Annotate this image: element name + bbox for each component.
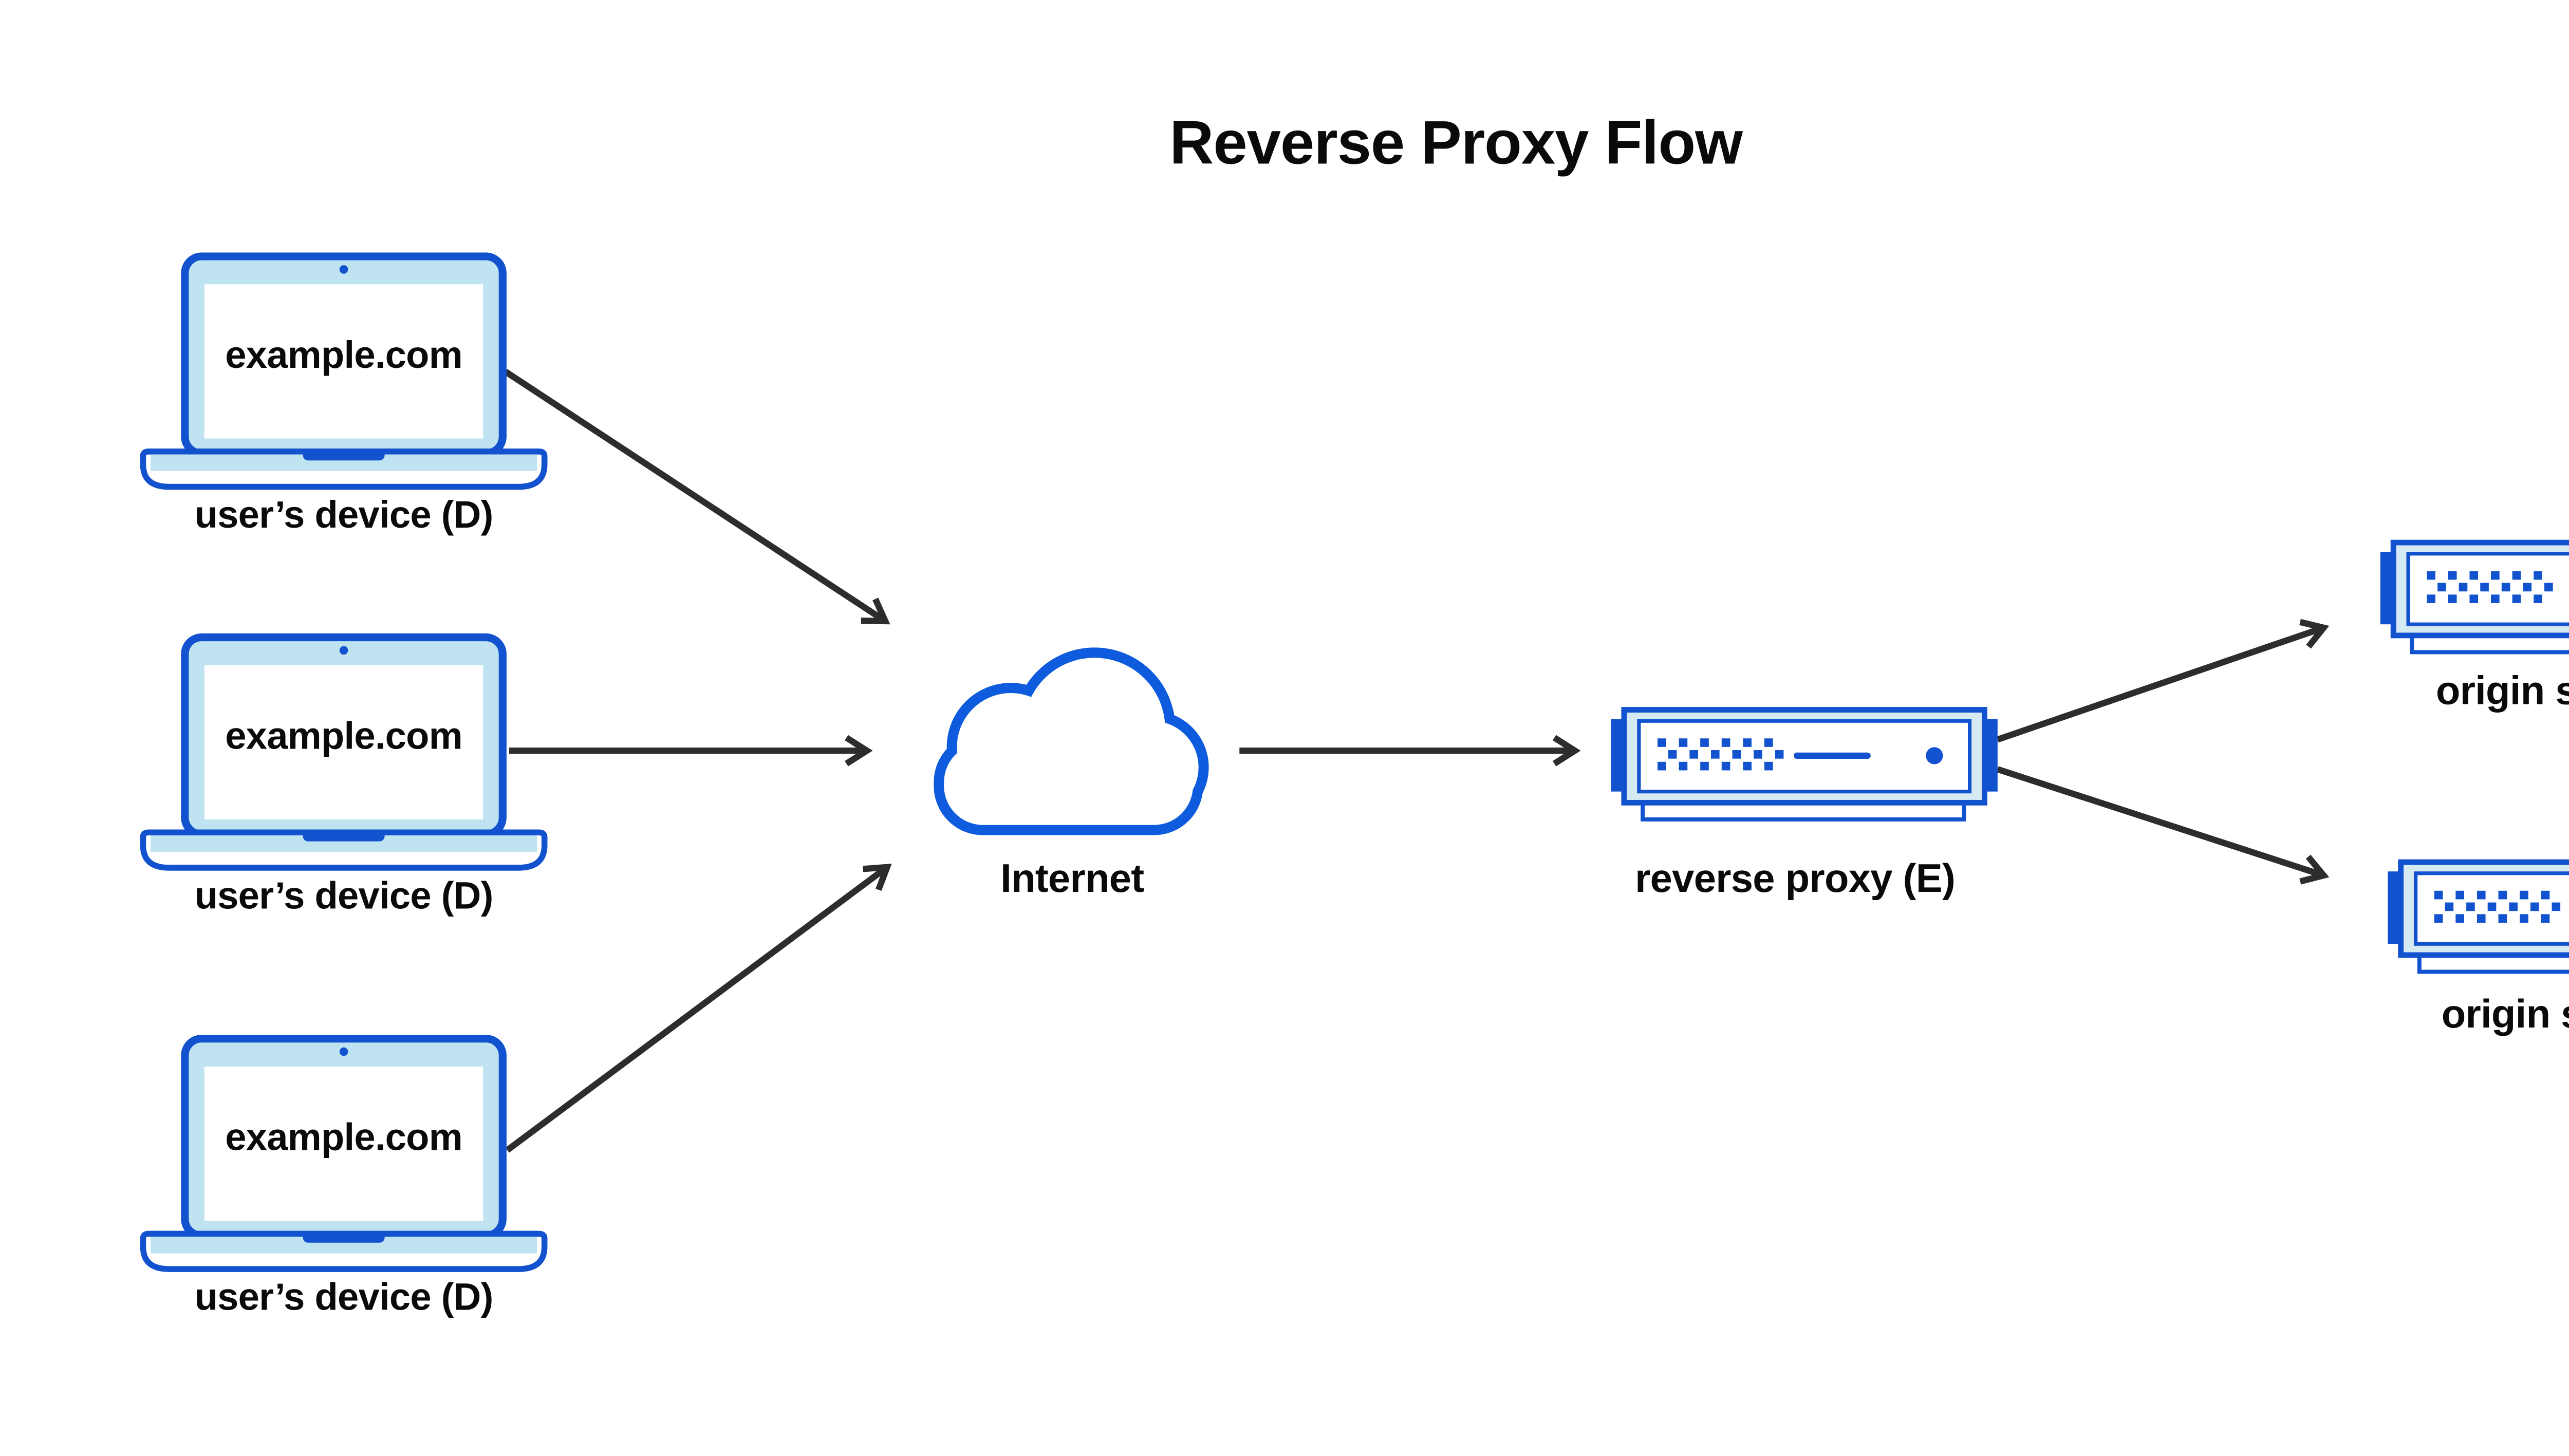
node-user-device-2: example.com user’s device (D) xyxy=(143,637,544,917)
node-origin-server-1: origin server (F) xyxy=(2380,543,2569,713)
server-led-icon xyxy=(1926,747,1943,764)
device-label: user’s device (D) xyxy=(195,1276,493,1318)
page-title: Reverse Proxy Flow xyxy=(1169,108,1743,177)
arrow-reverse-proxy-to-origin-server-2 xyxy=(1996,766,2330,885)
node-user-device-3: example.com user’s device (D) xyxy=(143,1039,544,1318)
internet-label: Internet xyxy=(1000,856,1144,901)
device-label: user’s device (D) xyxy=(195,493,493,536)
node-internet: Internet xyxy=(934,647,1209,901)
node-origin-server-2: origin server (F) xyxy=(2388,862,2569,1036)
origin-server-label: origin server (F) xyxy=(2436,669,2569,713)
node-user-device-1: example.com user’s device (D) xyxy=(143,256,544,536)
reverse-proxy-label: reverse proxy (E) xyxy=(1635,856,1955,901)
arrow-user-device-1-to-internet xyxy=(504,369,890,625)
device-label: user’s device (D) xyxy=(195,874,493,917)
device-screen-url: example.com xyxy=(225,714,462,757)
origin-server-label: origin server (F) xyxy=(2442,992,2569,1036)
arrows xyxy=(504,369,2330,1153)
device-screen-url: example.com xyxy=(225,333,462,376)
node-reverse-proxy: reverse proxy (E) xyxy=(1611,710,1998,901)
cloud-icon xyxy=(934,647,1209,835)
arrow-reverse-proxy-to-origin-server-1 xyxy=(1996,619,2330,743)
arrow-user-device-3-to-internet xyxy=(505,864,892,1153)
device-screen-url: example.com xyxy=(225,1116,462,1159)
